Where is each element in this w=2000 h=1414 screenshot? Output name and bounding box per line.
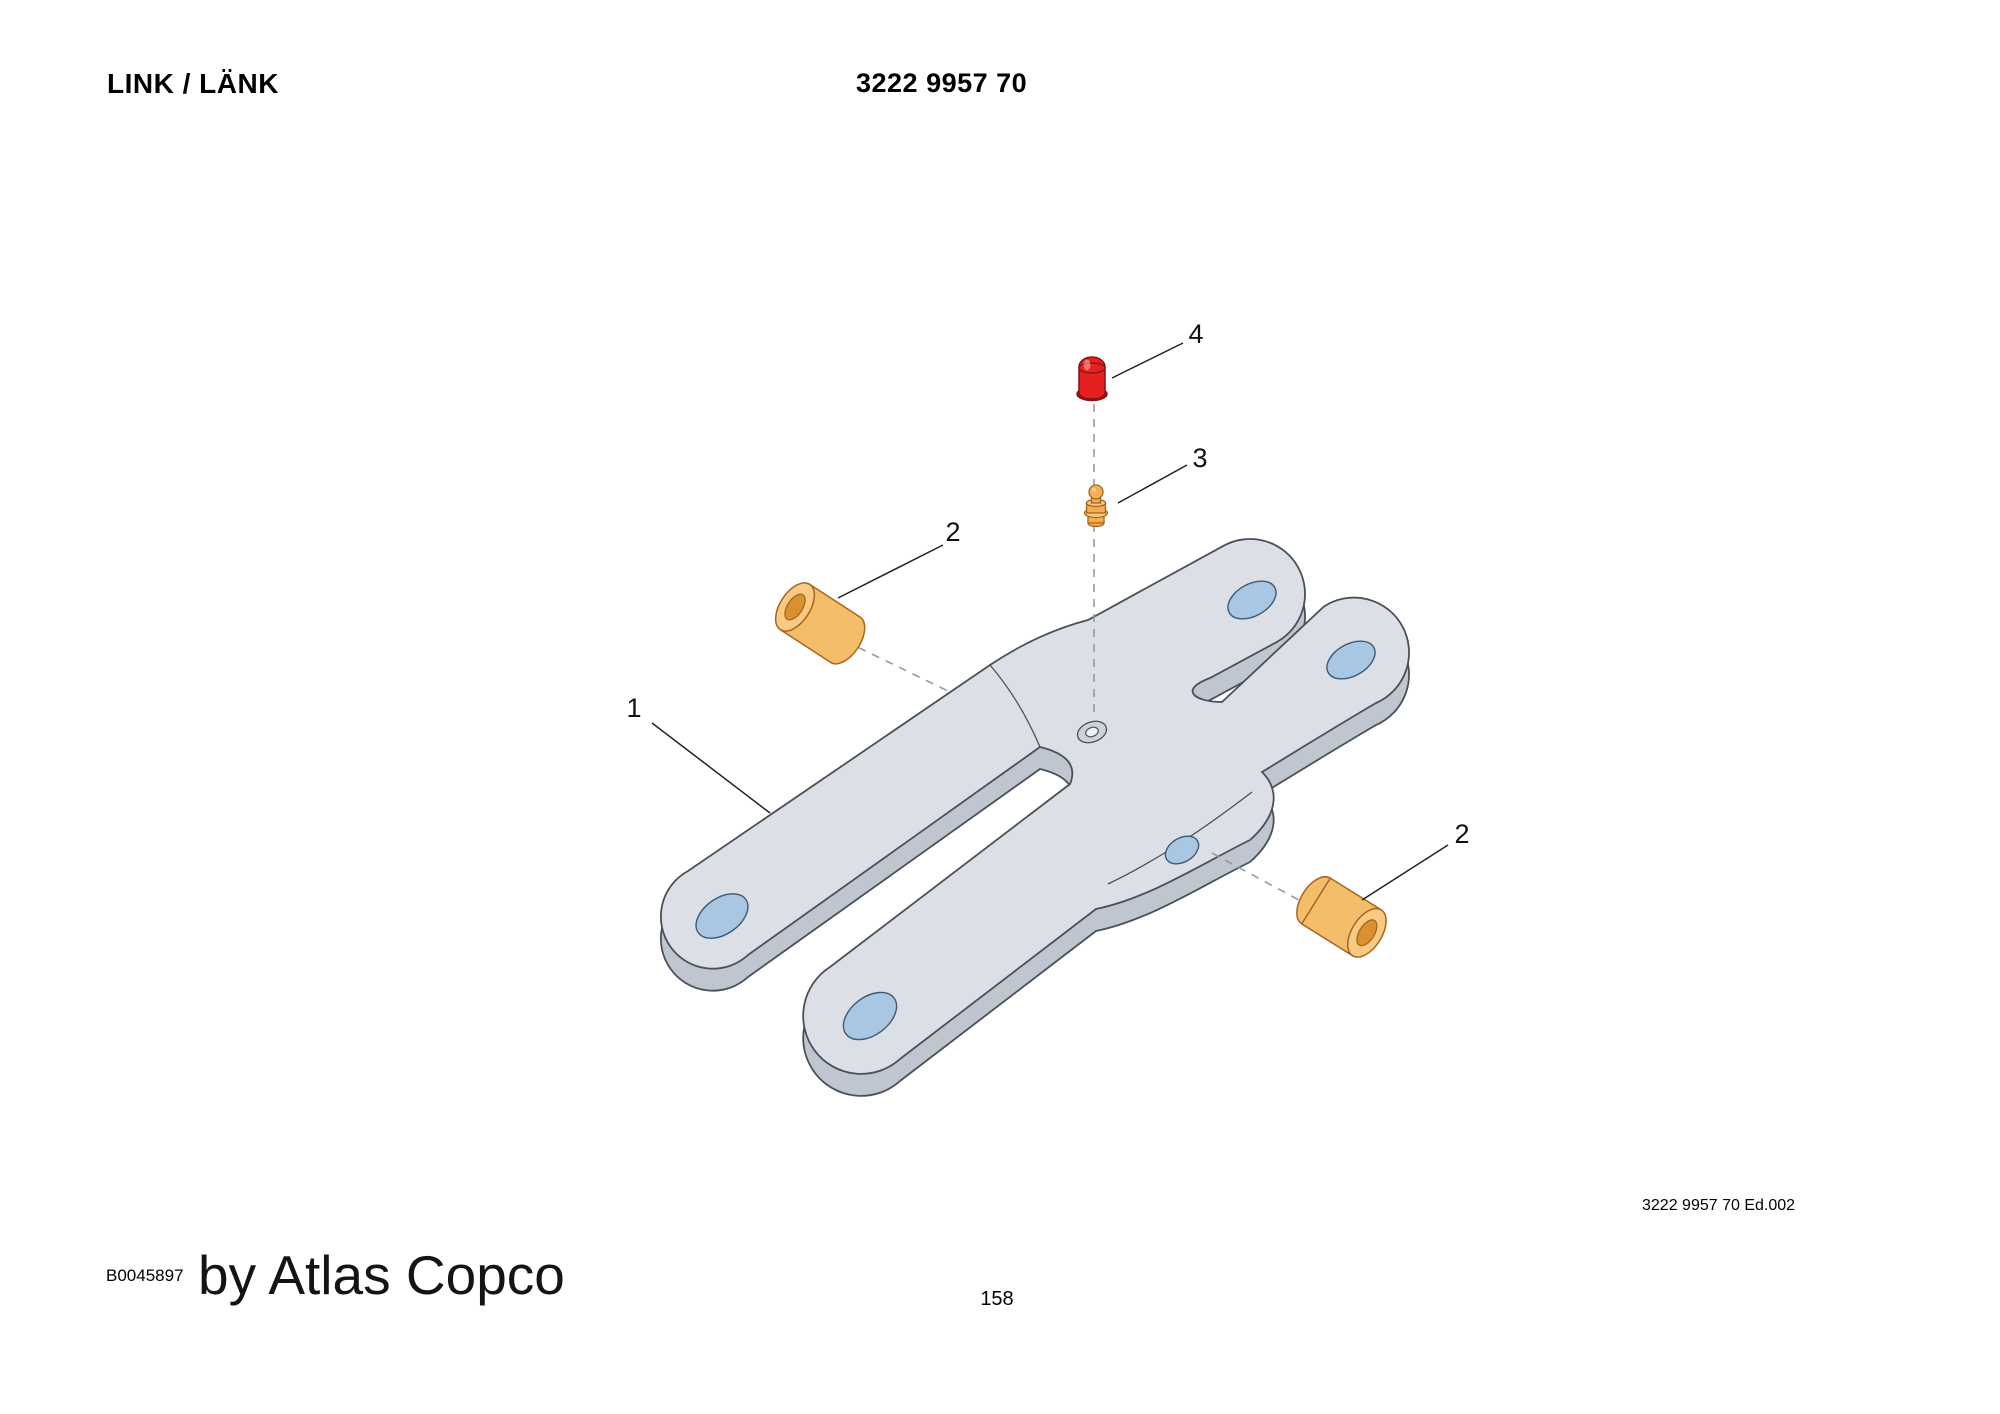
leader-line-1 [651,722,771,814]
page-number: 158 [980,1288,1014,1310]
grease-point-boss [1076,720,1108,744]
bushing-hole-side-face [1164,835,1200,865]
center-edge-line [989,664,1041,748]
bushing-hole-prong-upper [1227,580,1277,620]
bushing-upper [774,582,866,665]
page-title: LINK / LÄNK [107,68,279,99]
edition-number: 3222 9957 70 Ed.002 [1642,1197,1796,1214]
callout-2-upper: 2 [945,517,960,547]
callout-3: 3 [1192,443,1207,473]
alignment-line-lower-bushing [1211,852,1311,907]
link-holes [695,580,1376,1041]
part-number: 3222 9957 70 [856,68,1028,98]
leader-line-2-lower [1361,844,1449,901]
bushing-lower [1296,876,1387,958]
alignment-lines [844,404,1311,907]
bushing-hole-arm-lower [842,991,898,1041]
figure-code: B0045897 [106,1266,184,1285]
callout-4: 4 [1188,319,1203,349]
brand-text: by Atlas Copco [198,1244,565,1306]
callout-1: 1 [626,693,641,723]
leader-lines [651,342,1449,901]
callout-2-lower: 2 [1454,819,1469,849]
alignment-line-upper-bushing [844,640,951,693]
bushing-hole-prong-lower [1326,640,1376,680]
leader-line-2-upper [837,544,944,599]
bushing-hole-arm-upper [695,893,749,939]
protection-cap [1076,356,1108,402]
link-body [660,538,1410,1075]
leader-line-3 [1117,464,1188,504]
leader-line-4 [1111,342,1184,379]
grease-nipple [1083,484,1109,528]
callout-labels: 4 3 2 1 2 [626,319,1469,849]
